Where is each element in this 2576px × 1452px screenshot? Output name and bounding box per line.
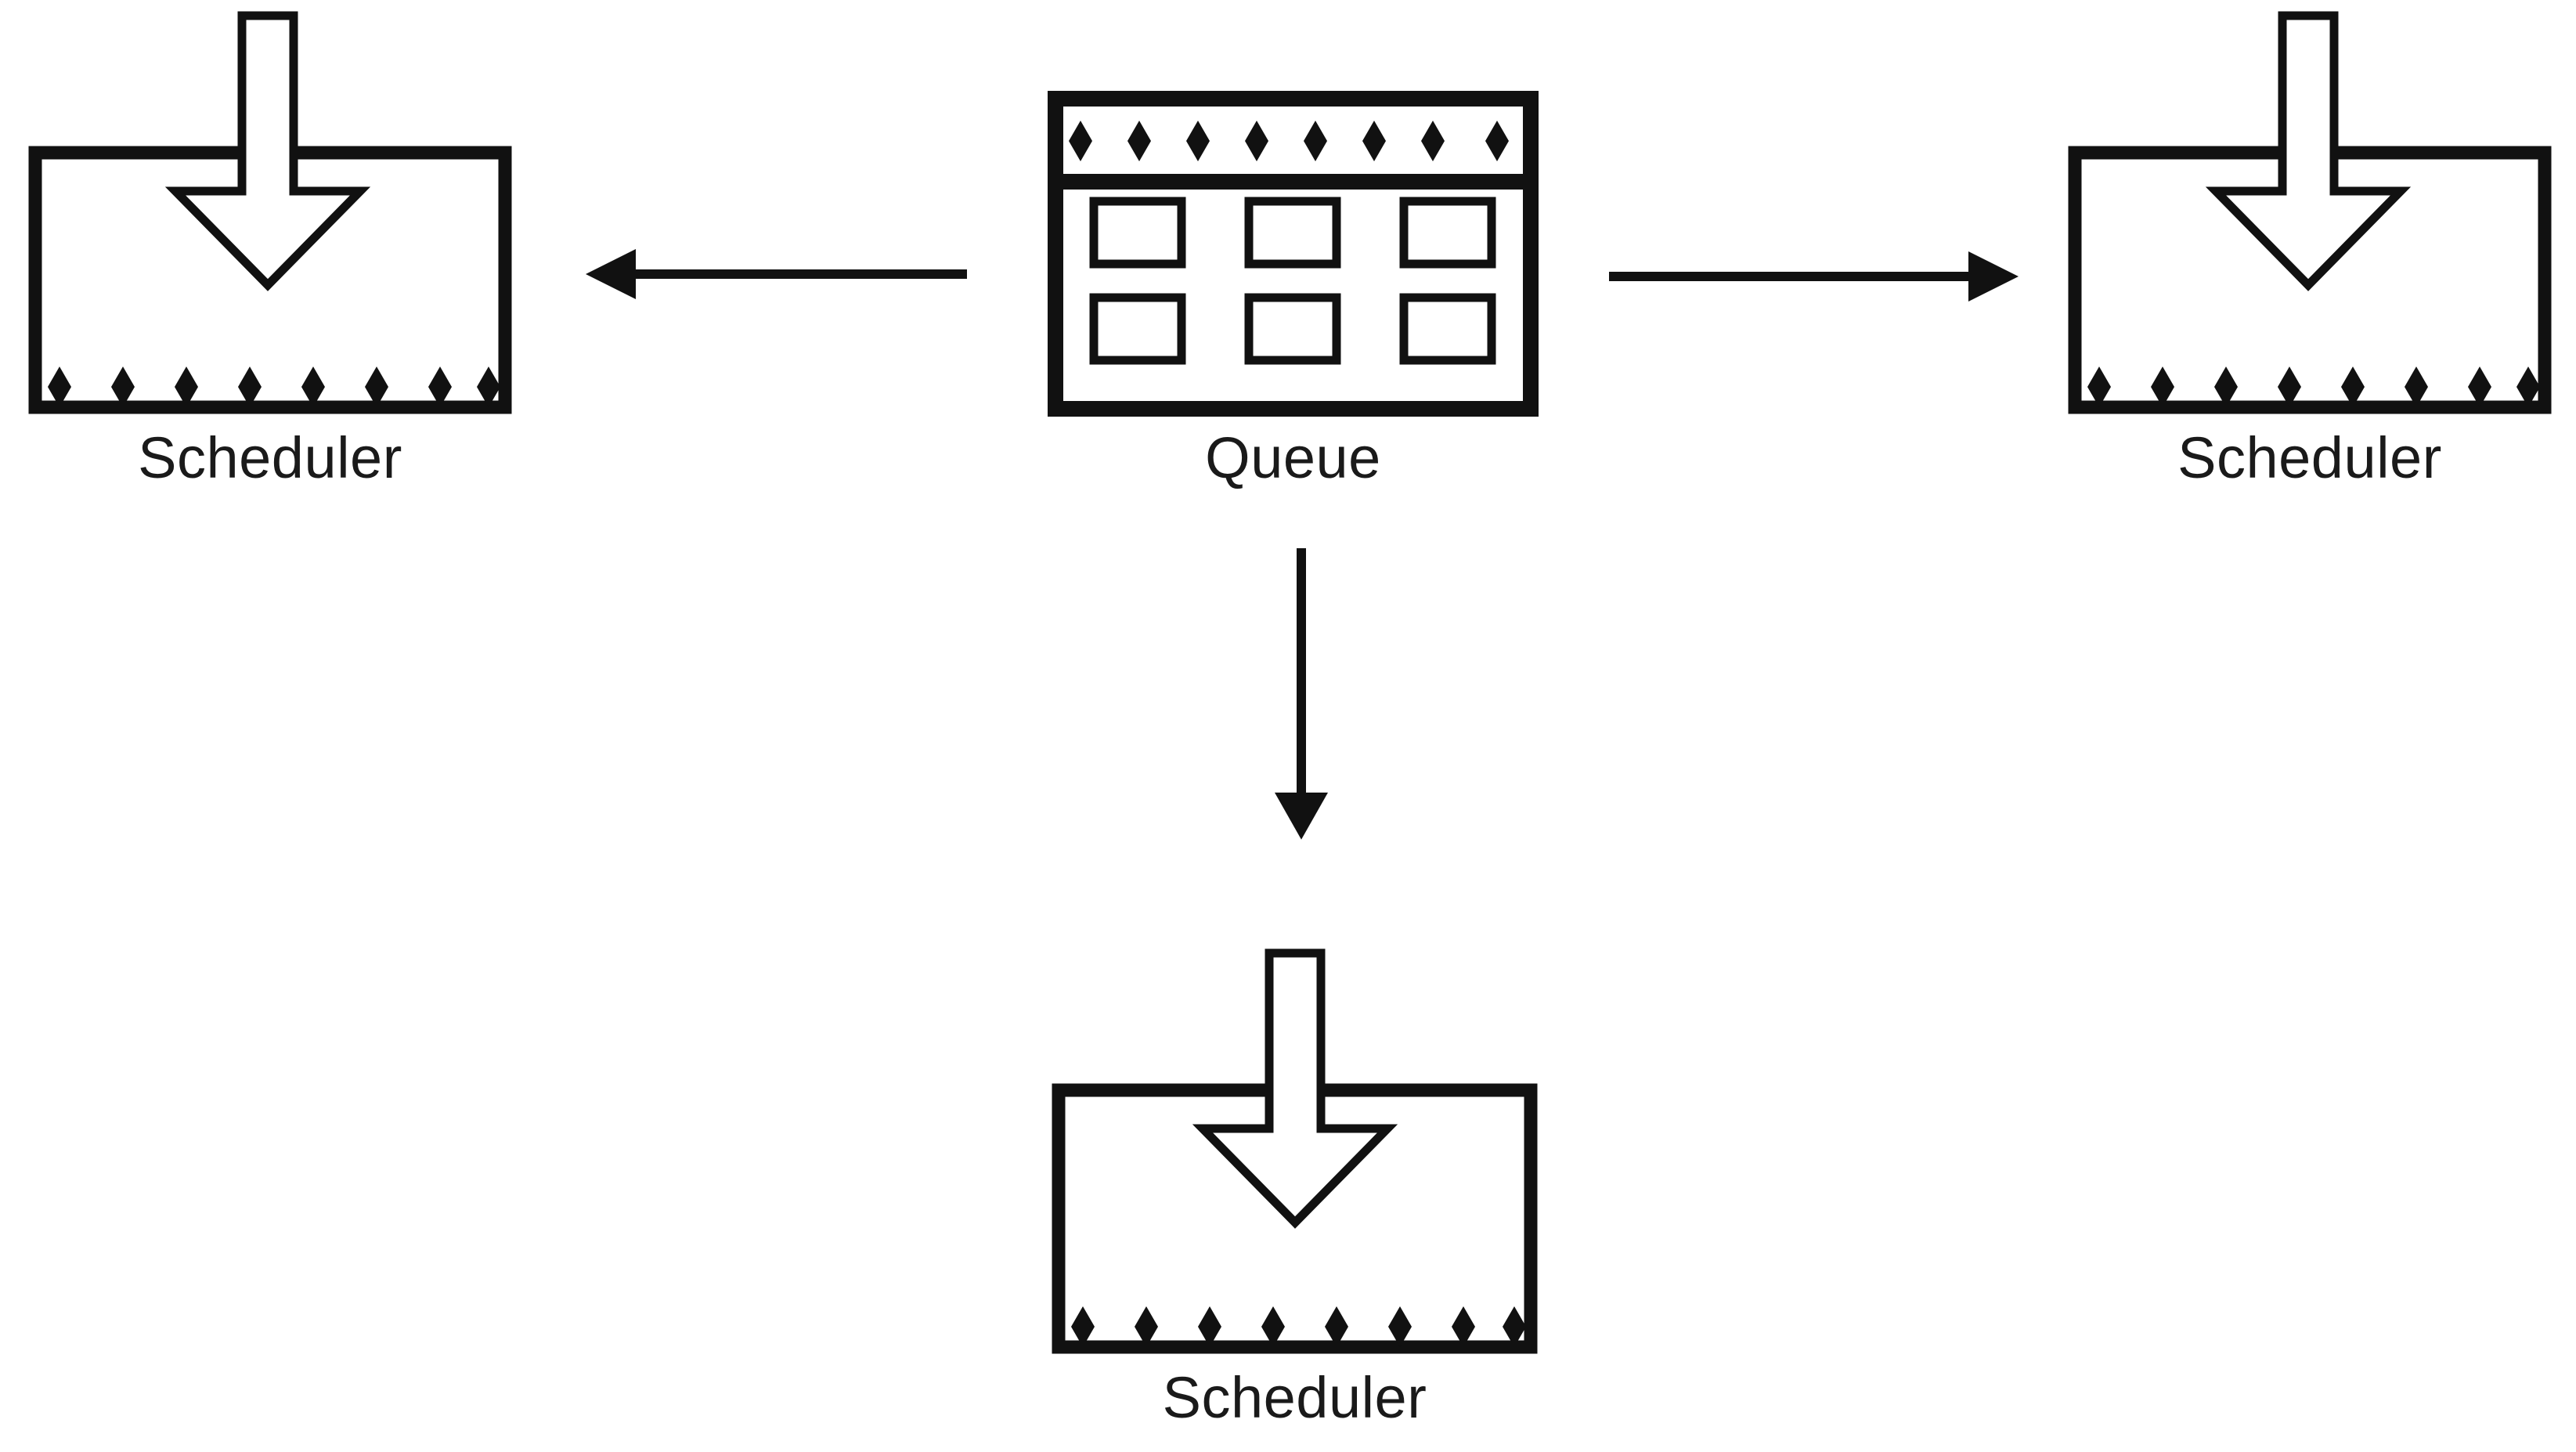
queue-label: Queue (1205, 425, 1381, 490)
arrowhead-right-icon (1968, 251, 2019, 302)
queue-node[interactable] (1048, 91, 1539, 417)
queue-slot (1089, 197, 1186, 269)
queue-slot (1089, 293, 1186, 365)
connector-queue-to-scheduler-right (1609, 251, 2019, 302)
scheduler-right[interactable] (2068, 16, 2552, 414)
connector-queue-to-scheduler-left (586, 249, 967, 299)
queue-slot (1244, 293, 1341, 365)
connector-queue-to-scheduler-bottom (1275, 548, 1328, 840)
queue-slot (1399, 293, 1496, 365)
scheduler-left-label: Scheduler (138, 425, 402, 490)
scheduler-bottom[interactable] (1052, 953, 1538, 1354)
scheduler-bottom-label: Scheduler (1162, 1365, 1427, 1430)
queue-slots (1089, 197, 1496, 365)
queue-slot (1244, 197, 1341, 269)
arrowhead-down-icon (1275, 793, 1328, 840)
queue-slot (1399, 197, 1496, 269)
scheduler-left[interactable] (28, 16, 512, 414)
arrowhead-left-icon (586, 249, 636, 299)
scheduler-right-label: Scheduler (2177, 425, 2442, 490)
